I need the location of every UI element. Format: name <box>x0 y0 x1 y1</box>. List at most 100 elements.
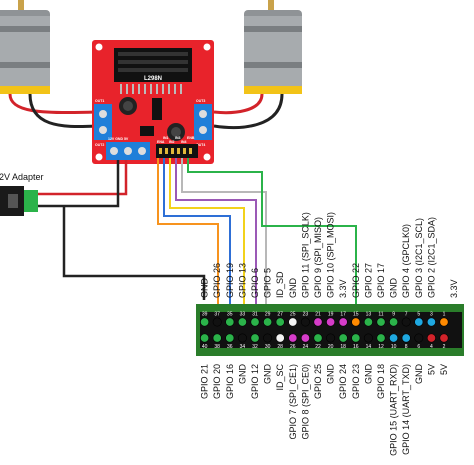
wire-in3-purple <box>175 158 257 330</box>
gpio-pin-8 <box>401 333 411 343</box>
gpio-top-labels: GPIO 2 (I2C1_SDA)GPIO 3 (I2C1_SCL)GPIO 4… <box>200 212 437 298</box>
gpio-bottom-label: GPIO 18 <box>376 364 386 399</box>
gpio-pin-number: 37 <box>214 312 220 318</box>
gpio-top-label: GPIO 9 (SPI_MISO) <box>313 217 323 298</box>
gpio-top-label: GPIO 17 <box>376 263 386 298</box>
gpio-bottom-label: 5V <box>439 364 449 375</box>
gpio-pin-32 <box>250 333 260 343</box>
gpio-pin-number: 9 <box>392 312 395 318</box>
gpio-pin-26 <box>288 333 298 343</box>
gpio-pin-number: 7 <box>405 312 408 318</box>
motor-driver-board: L298N OUT1 OUT2 OUT3 OUT4 12V GND 5V <box>92 40 214 164</box>
gpio-bottom-label: GND <box>237 364 247 385</box>
gpio-top-label: GND <box>200 278 210 299</box>
gpio-pin-25 <box>288 317 298 327</box>
gpio-bottom-label: GPIO 15 (UART_RXD) <box>389 364 399 456</box>
gpio-top-label: GPIO 27 <box>363 263 373 298</box>
gpio-bottom-label: GPIO 14 (UART_TXD) <box>401 364 411 455</box>
gpio-bottom-label: GPIO 20 <box>212 364 222 399</box>
gpio-bottom-label: GPIO 24 <box>338 364 348 399</box>
gpio-top-label: GPIO 6 <box>250 268 260 298</box>
gpio-pin-number: 4 <box>430 344 433 350</box>
gpio-pin-7 <box>401 317 411 327</box>
gpio-bottom-label: 5V <box>426 364 436 375</box>
gpio-pin-31 <box>250 317 260 327</box>
gpio-pin-number: 2 <box>443 344 446 350</box>
gpio-pin-3 <box>426 317 436 327</box>
gpio-bottom-label: GND <box>263 364 273 385</box>
gpio-pin-number: 22 <box>315 344 321 350</box>
gpio-pin-9 <box>389 317 399 327</box>
gpio-pin-18 <box>338 333 348 343</box>
gpio-pin-number: 40 <box>202 344 208 350</box>
gpio-pin-number: 27 <box>277 312 283 318</box>
gpio-pin-38 <box>212 333 222 343</box>
right-motor <box>244 0 302 94</box>
gpio-pin-21 <box>313 317 323 327</box>
wire-in4-gray <box>181 158 267 330</box>
gpio-pin-number: 32 <box>252 344 258 350</box>
gpio-pin-number: 28 <box>277 344 283 350</box>
gpio-pin-23 <box>300 317 310 327</box>
gpio-pin-27 <box>275 317 285 327</box>
gpio-pin-number: 23 <box>303 312 309 318</box>
wire-ena-orange <box>157 158 219 330</box>
gpio-pin-number: 36 <box>227 344 233 350</box>
gpio-pin-14 <box>363 333 373 343</box>
gpio-pin-2 <box>439 333 449 343</box>
wire-enb-green <box>187 158 357 330</box>
gpio-pin-17 <box>338 317 348 327</box>
gpio-bottom-label: GPIO 21 <box>200 364 210 399</box>
header-label-in3: IN3 <box>175 136 181 140</box>
gpio-bottom-label: GPIO 8 (SPI_CE0) <box>300 364 310 440</box>
gpio-pin-number: 35 <box>227 312 233 318</box>
gpio-bottom-label: GND <box>414 364 424 385</box>
gpio-top-label: GPIO 26 <box>212 263 222 298</box>
header-label-in1: IN1 <box>163 136 169 140</box>
gpio-pin-number: 29 <box>265 312 271 318</box>
gpio-pin-number: 14 <box>366 344 372 350</box>
gpio-pin-5 <box>414 317 424 327</box>
gpio-top-label: ID_SD <box>275 271 285 298</box>
gpio-pin-15 <box>351 317 361 327</box>
gpio-top-label: GPIO 22 <box>351 263 361 298</box>
gpio-top-label: GPIO 13 <box>237 263 247 298</box>
gpio-pin-28 <box>275 333 285 343</box>
gpio-pin-number: 15 <box>353 312 359 318</box>
terminal-label-out2: OUT2 <box>95 143 104 147</box>
gpio-bottom-label: GPIO 12 <box>250 364 260 399</box>
gpio-pin-number: 31 <box>252 312 258 318</box>
chip-label: L298N <box>144 76 162 82</box>
gpio-pin-20 <box>326 333 336 343</box>
gpio-bottom-label: ID_SC <box>275 364 285 391</box>
gpio-pin-12 <box>376 333 386 343</box>
gpio-pin-number: 19 <box>328 312 334 318</box>
gpio-pin-number: 3 <box>430 312 433 318</box>
gpio-bottom-label: GPIO 23 <box>351 364 361 399</box>
gpio-pin-number: 16 <box>353 344 359 350</box>
gpio-pin-number: 20 <box>328 344 334 350</box>
header-label-ena: ENA <box>157 140 165 144</box>
motor-left-lead-black <box>28 93 97 129</box>
gpio-pin-number: 11 <box>378 312 383 318</box>
gpio-top-label: GPIO 2 (I2C1_SDA) <box>426 217 436 298</box>
gpio-bottom-label: GND <box>363 364 373 385</box>
wire-in2-yellow <box>169 158 245 330</box>
terminal-label-out4: OUT4 <box>196 143 205 147</box>
gpio-top-label: GND <box>389 278 399 299</box>
gpio-top-label: GPIO 5 <box>263 268 273 298</box>
left-motor <box>0 0 50 94</box>
gpio-pin-40 <box>200 333 210 343</box>
gpio-pin-number: 12 <box>378 344 384 350</box>
terminal-out3-out4 <box>194 104 212 140</box>
terminal-label-out3: OUT3 <box>196 99 205 103</box>
wire-in1-blue <box>163 158 231 330</box>
gpio-bottom-label: GND <box>326 364 336 385</box>
gpio-pin-number: 33 <box>240 312 246 318</box>
gpio-pin-4 <box>426 333 436 343</box>
gpio-pin-36 <box>225 333 235 343</box>
gpio-pin-35 <box>225 317 235 327</box>
terminal-out1-out2 <box>94 104 112 140</box>
